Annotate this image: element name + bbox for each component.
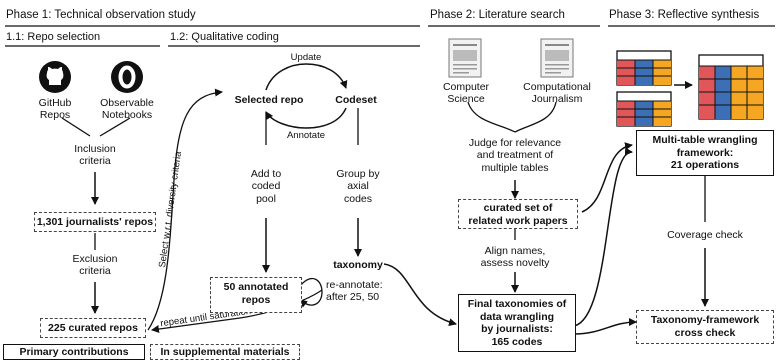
curated-papers-label: curated set of related work papers — [468, 202, 568, 227]
final-taxonomies-label: Final taxonomies of data wrangling by jo… — [467, 298, 567, 348]
journalists-repos-box: 1,301 journalists' repos — [34, 212, 156, 232]
phase3-title: Phase 3: Reflective synthesis — [609, 9, 760, 21]
inclusion-criteria-label: Inclusion criteria — [74, 143, 116, 168]
legend-primary-label: Primary contributions — [19, 346, 129, 358]
framework-box: Multi-table wrangling framework: 21 oper… — [636, 130, 774, 176]
legend-supplemental-label: In supplemental materials — [160, 346, 290, 358]
cross-check-box: Taxonomy-framework cross check — [636, 310, 774, 344]
final-taxonomies-box: Final taxonomies of data wrangling by jo… — [458, 294, 576, 352]
judge-relevance-label: Judge for relevance and treatment of mul… — [468, 137, 562, 174]
framework-label: Multi-table wrangling framework: 21 oper… — [652, 134, 758, 172]
table-icon — [616, 91, 672, 127]
paper-document-icon — [448, 38, 482, 78]
curated-papers-box: curated set of related work papers — [458, 199, 578, 229]
curated-repos-label: 225 curated repos — [48, 322, 138, 334]
codeset-label: Codeset — [335, 94, 377, 106]
taxonomy-label: taxonomy — [333, 259, 383, 271]
align-names-label: Align names, assess novelty — [480, 245, 550, 270]
qualitative-coding-title: 1.2: Qualitative coding — [170, 31, 279, 43]
observable-icon — [111, 61, 143, 93]
update-label: Update — [290, 52, 322, 63]
annotated-repos-label: 50 annotated repos — [223, 281, 289, 306]
table-icon — [698, 54, 764, 120]
observable-notebooks-label: Observable Notebooks — [100, 97, 154, 122]
selected-repo-label: Selected repo — [234, 94, 304, 106]
curated-repos-box: 225 curated repos — [40, 318, 146, 338]
repo-selection-title: 1.1: Repo selection — [6, 31, 101, 43]
table-icon — [616, 50, 672, 86]
exclusion-criteria-label: Exclusion criteria — [72, 253, 118, 278]
phase1-title: Phase 1: Technical observation study — [6, 9, 196, 21]
cross-check-label: Taxonomy-framework cross check — [650, 314, 760, 339]
coverage-check-label: Coverage check — [667, 229, 743, 241]
computer-science-label: Computer Science — [442, 81, 490, 106]
annotate-label: Annotate — [286, 130, 326, 141]
legend-supplemental-box: In supplemental materials — [150, 344, 300, 360]
github-icon — [39, 61, 71, 93]
annotated-repos-box: 50 annotated repos — [210, 277, 302, 313]
add-to-coded-pool-label: Add to coded pool — [250, 168, 282, 205]
legend-primary-box: Primary contributions — [3, 344, 145, 360]
phase2-title: Phase 2: Literature search — [430, 9, 565, 21]
group-by-axial-codes-label: Group by axial codes — [336, 168, 380, 205]
reannotate-label: re-annotate: after 25, 50 — [326, 279, 383, 304]
computational-journalism-label: Computational Journalism — [523, 81, 591, 106]
journalists-repos-label: 1,301 journalists' repos — [36, 216, 154, 228]
paper-document-icon — [540, 38, 574, 78]
github-repos-label: GitHub Repos — [38, 97, 72, 122]
